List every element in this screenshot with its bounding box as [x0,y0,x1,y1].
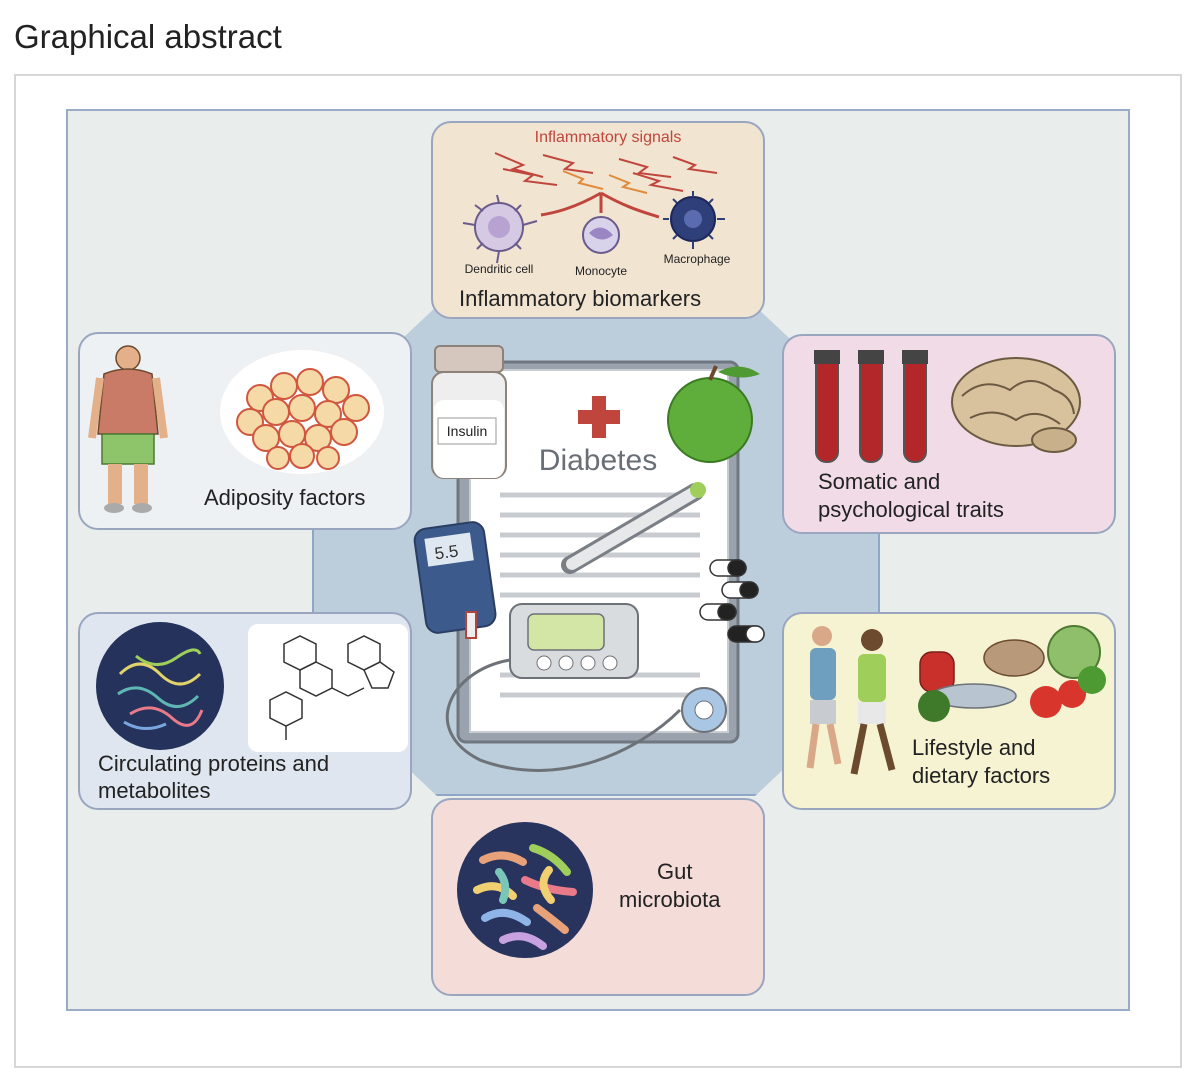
adiposity-factors-label: Adiposity factors [204,485,366,510]
circulating-proteins-line1: Circulating proteins and [98,751,330,776]
diabetes-title: Diabetes [539,444,657,477]
proteins-metabolites-illustration [96,622,408,752]
immune-cells-illustration: Inflammatory signals [462,129,731,278]
lifestyle-factors-line1: Lifestyle and [912,735,1036,760]
somatic-traits-line2: psychological traits [818,497,1004,522]
somatic-traits-line1: Somatic and [818,469,941,494]
inflammatory-signals-label: Inflammatory signals [535,129,682,146]
insulin-jar-icon: Insulin [431,345,507,479]
runners-icon [806,626,896,775]
pills-icon [699,559,765,643]
glucose-meter-icon: 5.5 [413,521,497,639]
metabolite-structure-icon [248,624,408,752]
inflammatory-biomarkers-label: Inflammatory biomarkers [459,286,702,311]
brain-icon [951,357,1081,453]
gut-microbiota-line1: Gut [657,859,693,884]
blood-tubes-icon [814,350,928,463]
circulating-proteins-box: Circulating proteins and metabolites [78,612,412,810]
microbiota-illustration [457,822,593,958]
vegetables-icon [918,625,1106,722]
insulin-pen-icon [561,482,706,574]
gut-microbiota-line2: microbiota [619,887,721,912]
adiposity-factors-box: Adiposity factors [78,332,412,530]
macrophage-label: Macrophage [664,252,731,266]
lifestyle-illustration [806,625,1106,775]
macrophage-icon [663,191,725,249]
diabetes-clipboard-illustration: Diabetes Insulin 5.5 [413,345,765,772]
monocyte-label: Monocyte [575,264,627,278]
protein-structure-icon [96,622,224,750]
dendritic-cell-label: Dendritic cell [465,262,534,276]
somatic-illustration [814,350,1081,463]
monocyte-icon [582,216,620,254]
lifestyle-factors-line2: dietary factors [912,763,1051,788]
meter-reading: 5.5 [433,541,459,563]
person-icon [88,345,168,513]
insulin-label: Insulin [447,423,487,439]
adiposity-illustration [88,345,384,513]
gut-microbiota-box: Gut microbiota [431,798,765,996]
circulating-proteins-line2: metabolites [98,778,211,803]
inflammatory-biomarkers-box: Inflammatory signals [431,121,765,319]
insulin-pump-icon [445,603,727,772]
lifestyle-factors-box: Lifestyle and dietary factors [782,612,1116,810]
apple-icon [667,365,760,463]
bacteria-icon [457,822,593,958]
adipose-tissue-icon [220,350,384,474]
somatic-traits-box: Somatic and psychological traits [782,334,1116,534]
dendritic-cell-icon [462,194,538,264]
page-title: Graphical abstract [14,18,282,55]
